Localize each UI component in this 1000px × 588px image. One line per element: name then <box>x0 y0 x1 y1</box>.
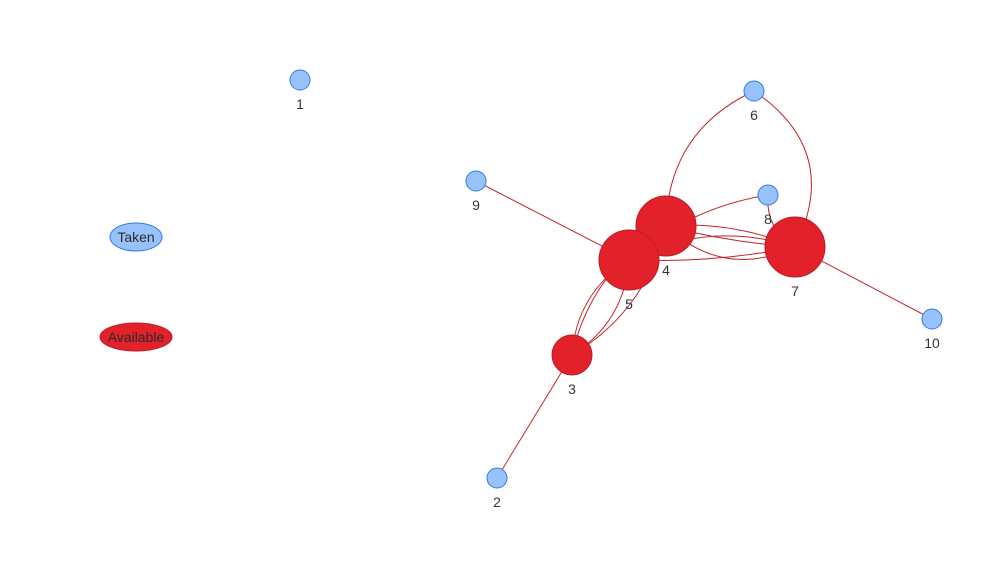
node-6-label: 6 <box>750 107 758 123</box>
node-8-circle[interactable] <box>757 184 779 206</box>
node-2[interactable]: 2 <box>486 467 508 510</box>
node-10[interactable]: 10 <box>921 308 943 351</box>
node-7[interactable]: 7 <box>764 216 826 299</box>
node-3[interactable]: 3 <box>551 334 593 397</box>
node-5-circle[interactable] <box>598 229 660 291</box>
node-8[interactable]: 8 <box>757 184 779 227</box>
legend-item-available[interactable]: Available <box>99 322 173 352</box>
edges-layer <box>475 90 933 479</box>
legend-taken-shape[interactable] <box>109 222 163 252</box>
node-1-circle[interactable] <box>289 69 311 91</box>
node-2-label: 2 <box>493 494 501 510</box>
node-1-label: 1 <box>296 96 304 112</box>
edge-2-3[interactable] <box>496 354 573 479</box>
node-8-label: 8 <box>764 211 772 227</box>
node-6-circle[interactable] <box>743 80 765 102</box>
node-9-label: 9 <box>472 197 480 213</box>
legend: Taken Available <box>99 222 173 352</box>
node-5-label: 5 <box>625 296 633 312</box>
node-1[interactable]: 1 <box>289 69 311 112</box>
node-10-circle[interactable] <box>921 308 943 330</box>
node-5[interactable]: 5 <box>598 229 660 312</box>
node-4-label: 4 <box>662 262 670 278</box>
node-3-circle[interactable] <box>551 334 593 376</box>
legend-available-label: Available <box>108 329 165 345</box>
legend-available-shape[interactable] <box>99 322 173 352</box>
legend-taken-label: Taken <box>117 229 154 245</box>
legend-item-taken[interactable]: Taken <box>109 222 163 252</box>
node-7-circle[interactable] <box>764 216 826 278</box>
node-2-circle[interactable] <box>486 467 508 489</box>
node-9-circle[interactable] <box>465 170 487 192</box>
node-3-label: 3 <box>568 381 576 397</box>
node-6[interactable]: 6 <box>743 80 765 123</box>
node-9[interactable]: 9 <box>465 170 487 213</box>
node-7-label: 7 <box>791 283 799 299</box>
node-10-label: 10 <box>924 335 940 351</box>
nodes-layer: 1 2 6 8 9 10 3 4 5 7 <box>289 69 943 510</box>
